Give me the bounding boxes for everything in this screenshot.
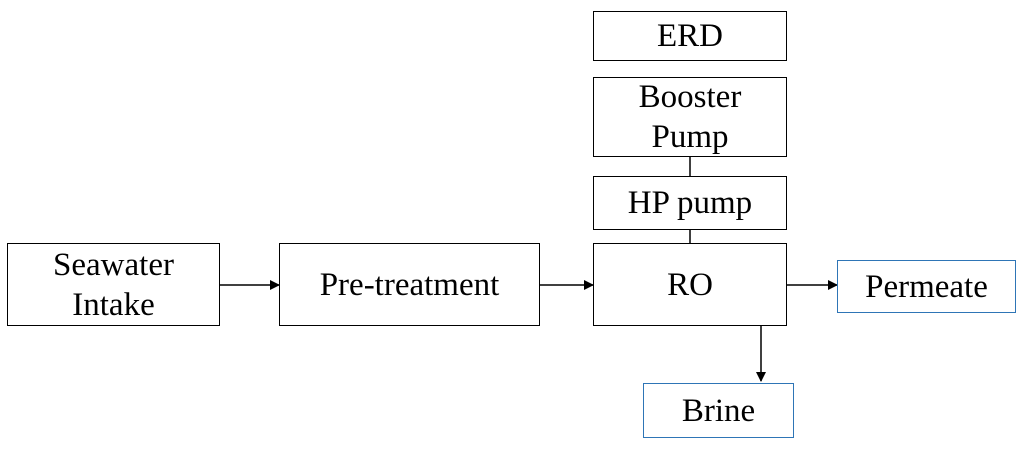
booster-pump-box: Booster Pump [593, 77, 787, 157]
ro-label: RO [667, 266, 713, 303]
hp-pump-label: HP pump [627, 185, 753, 221]
pre-treatment-label: Pre-treatment [319, 266, 500, 303]
seawater-intake-label: Seawater Intake [53, 246, 174, 323]
erd-label: ERD [657, 18, 723, 54]
permeate-label: Permeate [865, 268, 988, 305]
erd-box: ERD [593, 11, 787, 61]
booster-pump-label: Booster Pump [638, 79, 742, 155]
brine-box: Brine [643, 383, 794, 438]
permeate-box: Permeate [837, 260, 1016, 313]
seawater-intake-box: Seawater Intake [7, 243, 220, 326]
brine-label: Brine [681, 392, 756, 429]
pre-treatment-box: Pre-treatment [279, 243, 540, 326]
ro-box: RO [593, 243, 787, 326]
hp-pump-box: HP pump [593, 176, 787, 230]
